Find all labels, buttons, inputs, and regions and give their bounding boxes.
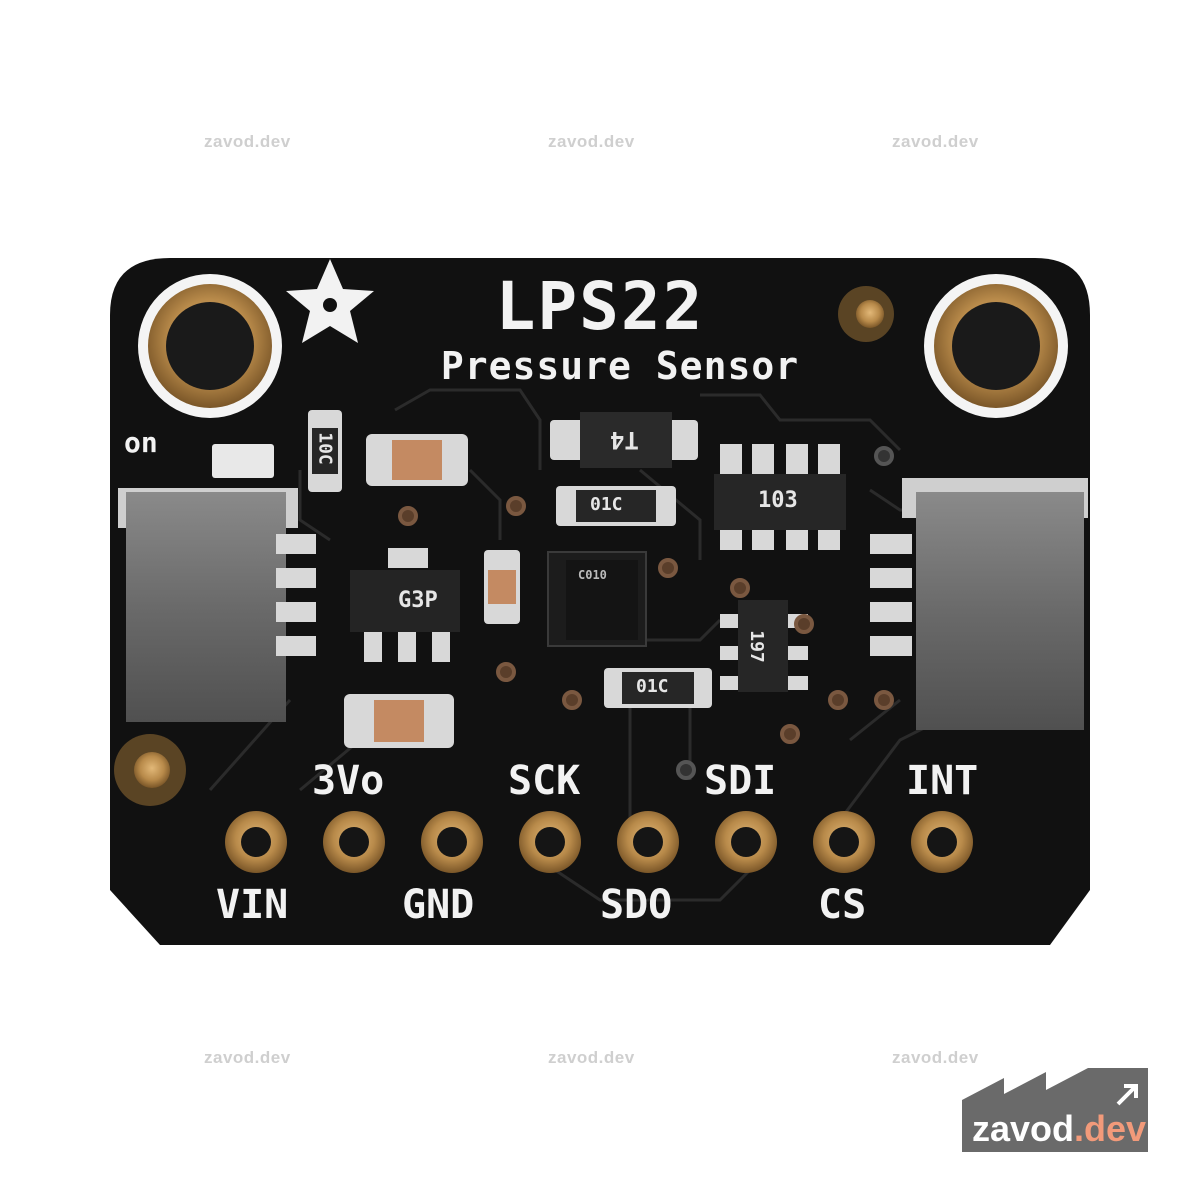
header-pins bbox=[225, 811, 973, 873]
fiducial-left-pad bbox=[134, 752, 170, 788]
pressure-sensor-chip bbox=[547, 551, 647, 647]
header-pin bbox=[519, 811, 581, 873]
header-pin bbox=[813, 811, 875, 873]
header-pin bbox=[421, 811, 483, 873]
led-label: on bbox=[124, 426, 158, 459]
board-subtitle: Pressure Sensor bbox=[440, 344, 800, 388]
stemma-connector-left bbox=[118, 488, 316, 722]
vias bbox=[398, 446, 894, 780]
mounting-hole-right bbox=[924, 274, 1068, 418]
zavod-logo-text: zavod.dev bbox=[972, 1108, 1146, 1150]
resistor-top-left bbox=[308, 410, 342, 492]
header-pin bbox=[617, 811, 679, 873]
logo-name: zavod bbox=[972, 1108, 1075, 1149]
level-shifter-marking: 197 bbox=[745, 630, 767, 663]
resistor-low-marking: 01C bbox=[636, 676, 669, 697]
pin-label-sck: SCK bbox=[508, 758, 581, 804]
capacitor-top bbox=[366, 434, 468, 486]
watermark-bottom-center: zavod.dev bbox=[548, 1048, 635, 1067]
watermark-bottom-left: zavod.dev bbox=[204, 1048, 291, 1067]
sensor-marking: C010 bbox=[578, 568, 607, 582]
diode-marking: T4 bbox=[610, 426, 639, 454]
watermark-bottom-right: zavod.dev bbox=[892, 1048, 979, 1067]
pin-label-cs: CS bbox=[818, 882, 867, 928]
watermark-top-center: zavod.dev bbox=[548, 132, 635, 151]
resistor-top-left-marking: 10C bbox=[314, 432, 336, 465]
pin-label-sdo: SDO bbox=[600, 882, 673, 928]
board-title: LPS22 bbox=[495, 268, 705, 345]
watermark-top-left: zavod.dev bbox=[204, 132, 291, 151]
header-pin bbox=[715, 811, 777, 873]
watermark-top-right: zavod.dev bbox=[892, 132, 979, 151]
resistor-array-marking: 103 bbox=[758, 488, 798, 513]
pin-label-gnd: GND bbox=[402, 882, 475, 928]
arrow-icon bbox=[1116, 1084, 1138, 1106]
resistor-array bbox=[714, 444, 846, 550]
capacitor-vertical bbox=[484, 550, 520, 624]
pin-label-sdi: SDI bbox=[704, 758, 777, 804]
mounting-hole-left bbox=[138, 274, 282, 418]
stemma-connector-right bbox=[870, 478, 1088, 730]
resistor-mid-marking: 01C bbox=[590, 494, 623, 515]
diode bbox=[550, 412, 698, 468]
header-pin bbox=[323, 811, 385, 873]
header-pin bbox=[911, 811, 973, 873]
pin-label-int: INT bbox=[906, 758, 979, 804]
header-pin bbox=[225, 811, 287, 873]
voltage-regulator bbox=[350, 548, 460, 662]
led bbox=[212, 444, 274, 478]
resistor-low bbox=[604, 668, 712, 708]
capacitor-bottom bbox=[344, 694, 454, 748]
pin-label-3vo: 3Vo bbox=[312, 758, 385, 804]
regulator-marking: G3P bbox=[398, 588, 438, 613]
resistor-mid bbox=[556, 486, 676, 526]
fiducial-top-right-pad bbox=[856, 300, 884, 328]
star-logo-icon bbox=[286, 259, 374, 343]
logo-suffix: .dev bbox=[1074, 1108, 1147, 1149]
zavod-logo-badge bbox=[962, 1068, 1148, 1152]
pin-label-vin: VIN bbox=[216, 882, 289, 928]
